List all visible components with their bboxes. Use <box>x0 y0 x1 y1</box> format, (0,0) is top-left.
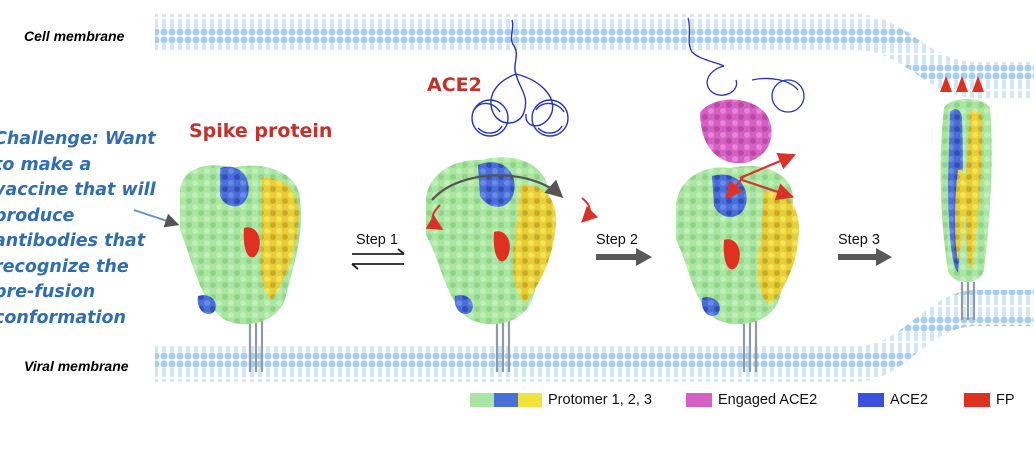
swatch-fp <box>964 393 990 407</box>
step3-arrow <box>838 248 892 266</box>
spike-prefusion-1 <box>179 165 302 325</box>
legend-engaged-ace2-label: Engaged ACE2 <box>718 392 818 408</box>
ace2-receptor <box>471 19 569 137</box>
legend-ace2: ACE2 <box>858 391 928 409</box>
swatch-engaged-ace2 <box>686 393 712 407</box>
tm-stalks <box>248 282 976 372</box>
spike-postfusion-4 <box>940 76 992 282</box>
legend-fp: FP <box>964 391 1015 409</box>
challenge-line: Challenge: Want <box>0 129 156 149</box>
legend-ace2-label: ACE2 <box>890 392 928 408</box>
spike-rbd-up-2 <box>425 157 599 325</box>
viral-membrane-label: Viral membrane <box>24 358 129 374</box>
spike-ace2-engaged-3 <box>675 17 805 325</box>
cell-membrane-label: Cell membrane <box>24 28 125 44</box>
cell-membrane <box>155 14 1034 98</box>
spike-protein-label: Spike protein <box>189 120 333 142</box>
challenge-line: vaccine that will <box>0 180 156 200</box>
step3-label: Step 3 <box>838 232 880 248</box>
equilibrium-arrow <box>351 248 405 270</box>
swatch-protomer1 <box>470 393 494 407</box>
challenge-line: produce <box>0 205 75 226</box>
swatch-ace2 <box>858 393 884 407</box>
step2-label: Step 2 <box>596 232 638 248</box>
legend-protomer-label: Protomer 1, 2, 3 <box>548 392 652 408</box>
legend-engaged-ace2: Engaged ACE2 <box>686 391 817 409</box>
legend-fp-label: FP <box>996 392 1015 408</box>
legend-protomer: Protomer 1, 2, 3 <box>470 391 652 409</box>
step1-label: Step 1 <box>356 232 398 248</box>
ace2-label: ACE2 <box>427 74 482 96</box>
reaction-arrows <box>351 248 892 270</box>
challenge-line: antibodies that <box>0 231 146 251</box>
viral-membrane <box>155 290 1034 382</box>
challenge-line: to make a <box>0 154 92 175</box>
step2-arrow <box>596 248 652 266</box>
challenge-line: pre-fusion <box>0 282 96 302</box>
challenge-line: conformation <box>0 307 127 328</box>
challenge-text: Challenge: Want to make a vaccine that w… <box>0 127 169 331</box>
swatch-protomer3 <box>518 393 542 407</box>
swatch-protomer2 <box>494 393 518 407</box>
challenge-line: recognize the <box>0 256 129 277</box>
challenge-pointer <box>133 209 180 228</box>
